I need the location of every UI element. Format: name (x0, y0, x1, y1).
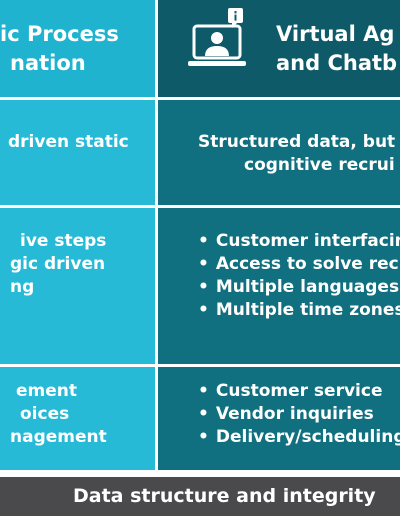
right-row-3-bullets: Customer service Vendor inquiries Delive… (198, 380, 400, 449)
left-row-3: ement oices nagement (0, 367, 155, 470)
left-header-title: ic Process nation (0, 22, 119, 75)
right-row-3: Customer service Vendor inquiries Delive… (158, 367, 400, 470)
bullet-item: Multiple languages (198, 276, 400, 299)
right-row-2-bullets: Customer interfacin Access to solve rec … (198, 230, 400, 322)
right-header-title: Virtual Ag and Chatb (276, 22, 398, 75)
right-row-1: Structured data, but cognitive recrui (158, 100, 400, 205)
bullet-item: Multiple time zones (198, 299, 400, 322)
bullet-item: Access to solve rec (198, 253, 400, 276)
left-header: ic Process nation (0, 0, 155, 97)
left-row-2: ive steps gic driven ng (0, 208, 155, 364)
left-row-1: driven static (0, 100, 155, 205)
footer-bar: Data structure and integrity (0, 477, 400, 516)
right-row-2: Customer interfacin Access to solve rec … (158, 208, 400, 364)
bullet-item: Vendor inquiries (198, 403, 400, 426)
bullet-item: Customer service (198, 380, 400, 403)
bullet-item: Delivery/scheduling (198, 426, 400, 449)
bullet-item: Customer interfacin (198, 230, 400, 253)
agent-laptop-info-icon (188, 8, 246, 66)
right-header: Virtual Ag and Chatb (158, 0, 400, 97)
footer-label: Data structure and integrity (73, 485, 376, 507)
